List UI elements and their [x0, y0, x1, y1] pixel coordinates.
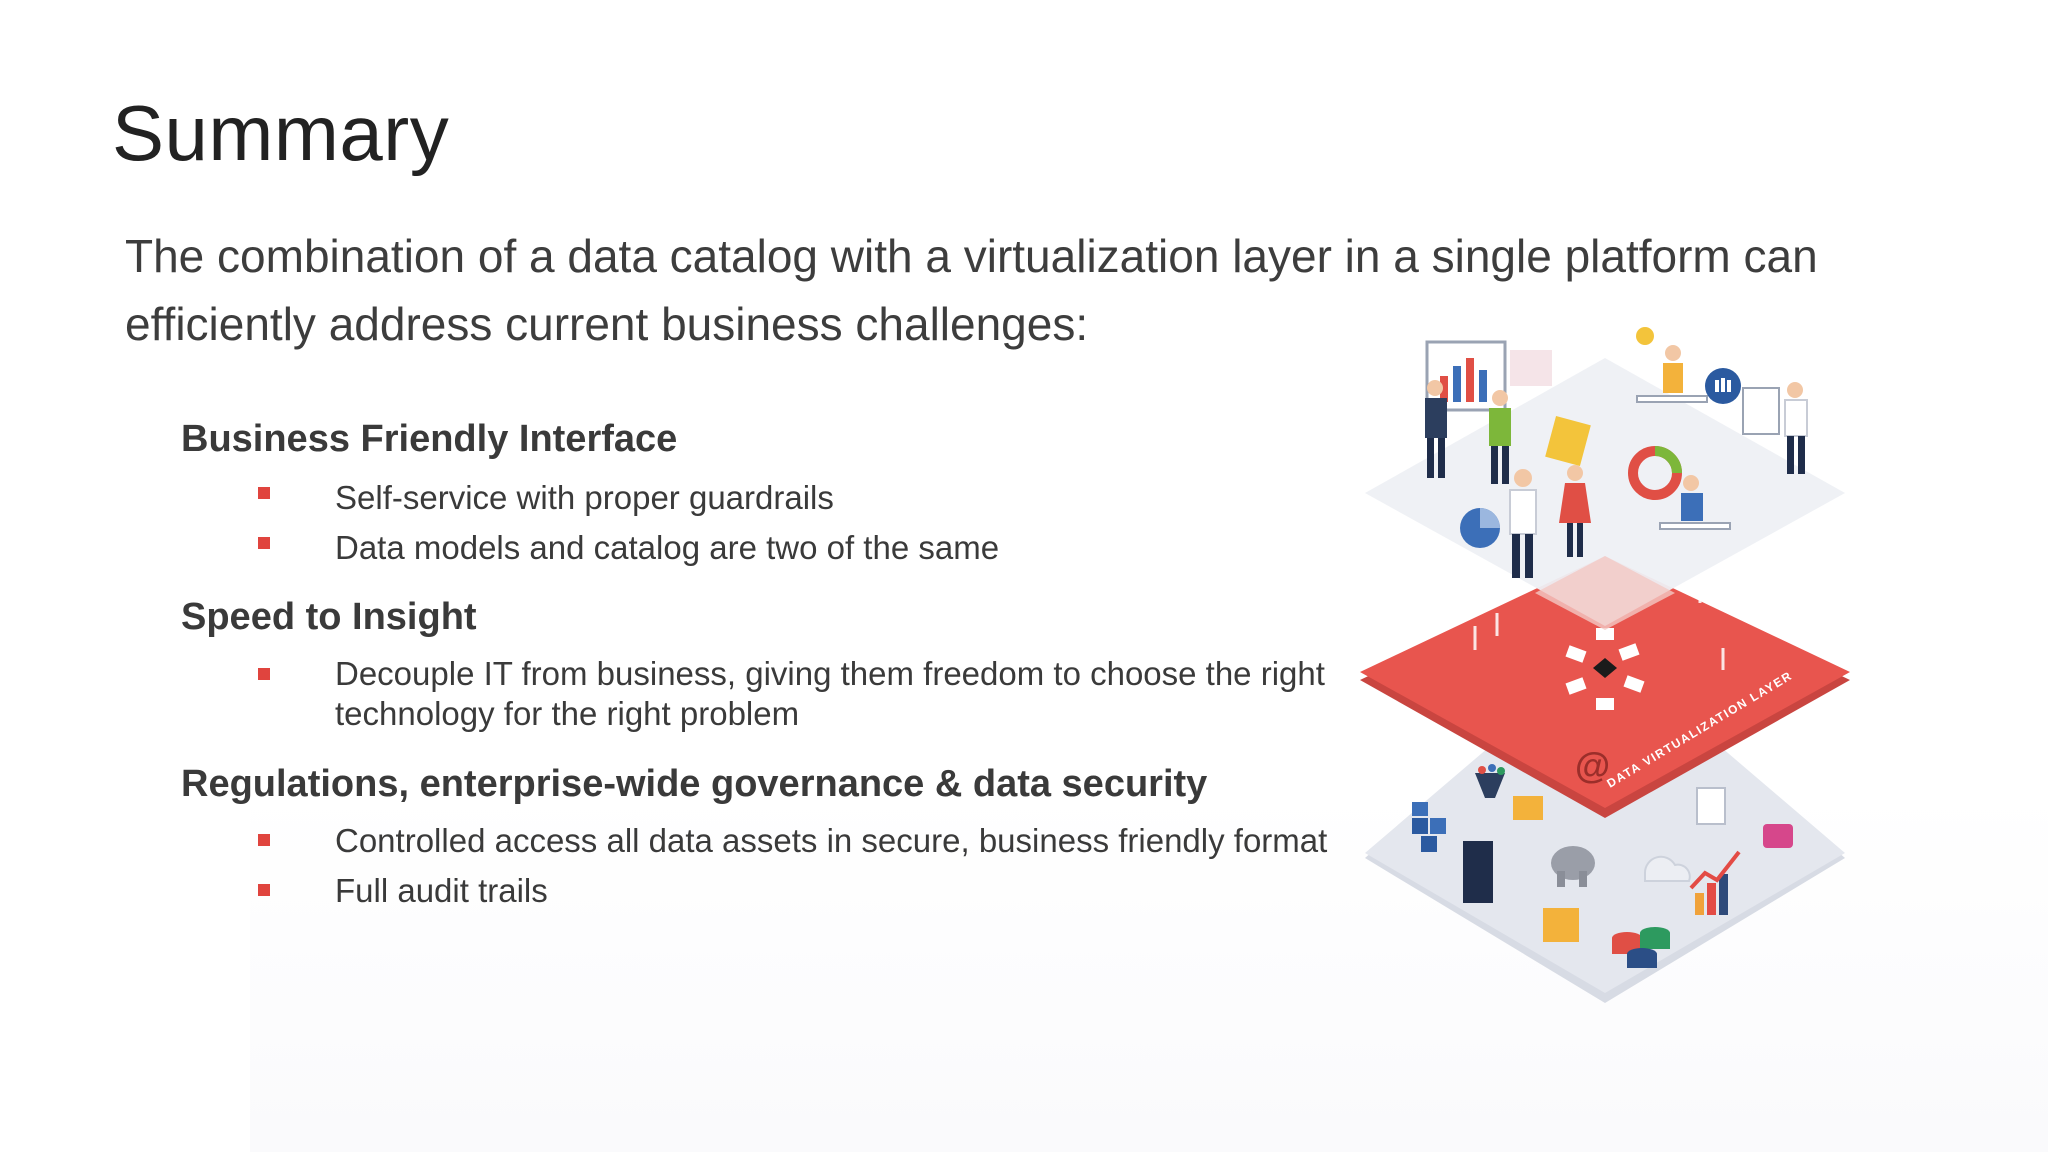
- donut-chart-icon: [1628, 446, 1682, 500]
- bullet-text: Self-service with proper guardrails: [335, 479, 834, 516]
- business-users-layer: [1365, 327, 1845, 630]
- person-figure: [1489, 390, 1511, 484]
- bullet-marker: [258, 668, 270, 680]
- puzzle-card-icon: [1510, 350, 1552, 386]
- cloud-icon: [1643, 855, 1691, 882]
- bullet-text: Data models and catalog are two of the s…: [335, 529, 1000, 566]
- section-heading-regulations-governance-security: Regulations, enterprise-wide governance …: [181, 763, 1208, 805]
- at-sign-icon: @: [1575, 745, 1610, 786]
- bullet-text: Decouple IT from business, giving them f…: [335, 655, 1325, 732]
- bullet-text: Controlled access all data assets in sec…: [335, 822, 1328, 859]
- person-figure: [1784, 382, 1808, 474]
- data-virtualization-illustration: @ DATA VIRTUALIZATION LAYER: [1360, 327, 1850, 1003]
- document-icon: [1696, 787, 1726, 825]
- easel-chart-icon: [1742, 387, 1780, 435]
- person-figure: [1659, 475, 1731, 530]
- folder-icon: [1513, 796, 1579, 942]
- cube-cluster-icon: [1412, 802, 1446, 852]
- section-heading-speed-to-insight: Speed to Insight: [181, 596, 477, 638]
- bullet-text: Full audit trails: [335, 872, 548, 909]
- lightbulb-icon: [1636, 327, 1654, 345]
- bullet-marker: [258, 884, 270, 896]
- server-rack-icon: [1463, 841, 1493, 903]
- funnel-icon: [1475, 764, 1505, 798]
- section-heading-business-friendly-interface: Business Friendly Interface: [181, 418, 678, 460]
- team-badge-icon: [1705, 368, 1741, 404]
- intro-text: The combination of a data catalog with a…: [125, 230, 1818, 350]
- growth-chart-icon: [1689, 850, 1741, 915]
- bullet-marker: [258, 487, 270, 499]
- person-figure: [1636, 345, 1708, 403]
- slide-title: Summary: [112, 89, 450, 177]
- bullet-marker: [258, 834, 270, 846]
- database-stack-icon: [1612, 927, 1670, 968]
- person-figure: [1425, 380, 1447, 478]
- elephant-database-icon: [1551, 846, 1595, 887]
- sticky-note-icon: [1545, 416, 1591, 466]
- hub-icon: [1565, 628, 1645, 710]
- data-sources-layer: [1365, 648, 1845, 1003]
- bullet-marker: [258, 537, 270, 549]
- person-figure: [1559, 465, 1591, 557]
- person-figure: [1509, 469, 1537, 578]
- camera-icon: [1763, 824, 1793, 848]
- pie-chart-icon: [1460, 508, 1500, 548]
